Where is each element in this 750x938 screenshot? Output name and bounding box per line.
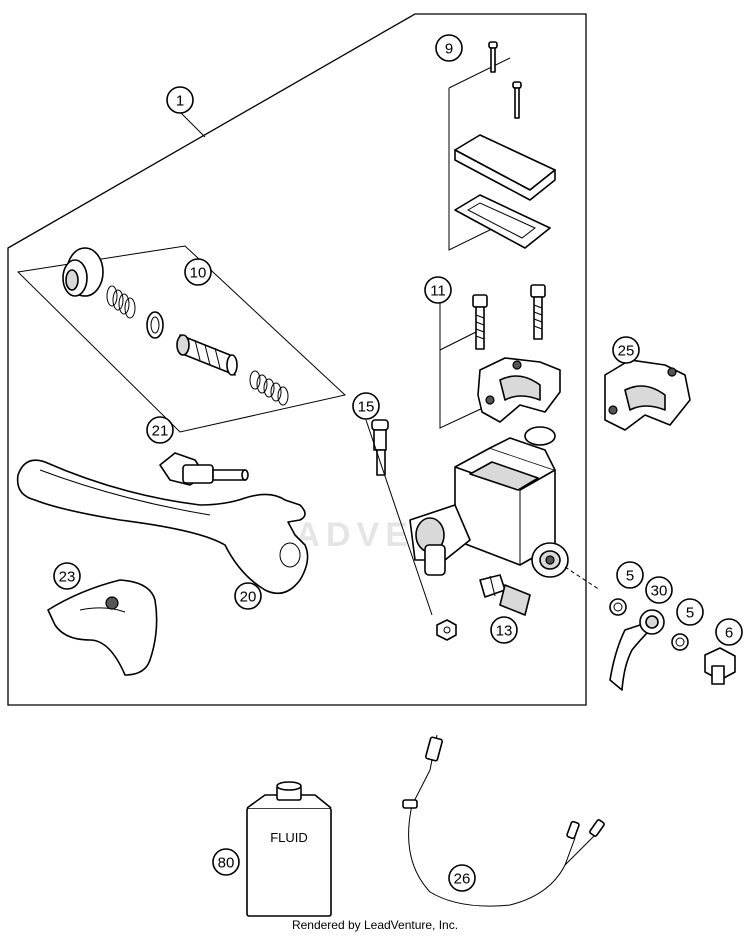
callout-number: 5 (686, 605, 694, 622)
callout-circle (53, 562, 81, 590)
callout-c11: 11 (424, 276, 452, 304)
handlebar-clamp (477, 357, 561, 423)
callout-number: 6 (725, 625, 733, 642)
callout-c15: 15 (352, 392, 380, 420)
callout-circle (234, 582, 262, 610)
callout-circle (490, 616, 518, 644)
lever-guard (47, 579, 158, 676)
callout-c30: 30 (645, 576, 673, 604)
subframe-9 (448, 57, 511, 251)
callout-circle (645, 576, 673, 604)
callout-number: 26 (454, 871, 471, 888)
master-cylinder (409, 426, 569, 578)
callout-c21: 21 (146, 416, 174, 444)
callout-circle (435, 34, 463, 62)
brake-switch (479, 574, 531, 616)
callout-circle (146, 416, 174, 444)
callout-number: 25 (618, 343, 635, 360)
fluid-label: FLUID (270, 830, 308, 845)
callout-c26: 26 (448, 864, 476, 892)
callout-c20: 20 (234, 582, 262, 610)
callout-number: 5 (626, 568, 634, 585)
callout-number: 1 (176, 93, 184, 110)
callout-circle (616, 561, 644, 589)
callout-circle (448, 864, 476, 892)
callout-c5b: 5 (676, 598, 704, 626)
callout-number: 11 (430, 283, 446, 300)
callout-number: 21 (152, 423, 169, 440)
banjo-bolt (704, 647, 736, 685)
washer-5a (609, 598, 627, 616)
spring-large (249, 370, 289, 406)
adjuster (159, 452, 249, 486)
callout-c23: 23 (53, 562, 81, 590)
callout-c10: 10 (184, 258, 212, 286)
switch-cable (402, 734, 605, 907)
callout-leader (179, 111, 206, 138)
fluid-bottle (246, 781, 332, 917)
callout-number: 20 (240, 589, 257, 606)
clamp-25 (604, 359, 691, 431)
callout-circle (184, 258, 212, 286)
callout-circle (676, 598, 704, 626)
spring-small (106, 285, 136, 319)
subframe-11 (439, 300, 501, 429)
callout-circle (212, 848, 240, 876)
callout-circle (612, 336, 640, 364)
screw-9a (488, 41, 498, 73)
callout-number: 10 (190, 265, 207, 282)
pivot-bolt (371, 419, 389, 476)
washer-5b (671, 633, 689, 651)
callout-c13: 13 (490, 616, 518, 644)
callout-c6: 6 (715, 618, 743, 646)
callout-number: 15 (358, 399, 375, 416)
piston (176, 334, 238, 376)
callout-number: 30 (651, 583, 668, 600)
nut (436, 619, 457, 641)
callout-c9: 9 (435, 34, 463, 62)
piston-kit-frame (16, 245, 347, 433)
callout-number: 9 (445, 41, 453, 58)
callout-c80: 80 (212, 848, 240, 876)
callout-c1: 1 (166, 86, 194, 114)
screw-9b (512, 81, 522, 119)
brake-lever (16, 459, 309, 595)
callout-number: 23 (59, 569, 76, 586)
callout-circle (166, 86, 194, 114)
banjo-fitting (609, 609, 665, 691)
callout-circle (715, 618, 743, 646)
callout-number: 80 (218, 855, 235, 872)
callout-circle (352, 392, 380, 420)
assembly-frame (7, 13, 587, 706)
circlip (146, 311, 164, 339)
callout-circle (424, 276, 452, 304)
boot (62, 247, 104, 297)
callout-c25: 25 (612, 336, 640, 364)
footer-credit: Rendered by LeadVenture, Inc. (291, 918, 459, 932)
callout-c5a: 5 (616, 561, 644, 589)
callout-number: 13 (496, 623, 513, 640)
bolt-11b (530, 284, 546, 340)
reservoir-cover-side (454, 149, 556, 201)
bolt-11a (472, 294, 488, 350)
